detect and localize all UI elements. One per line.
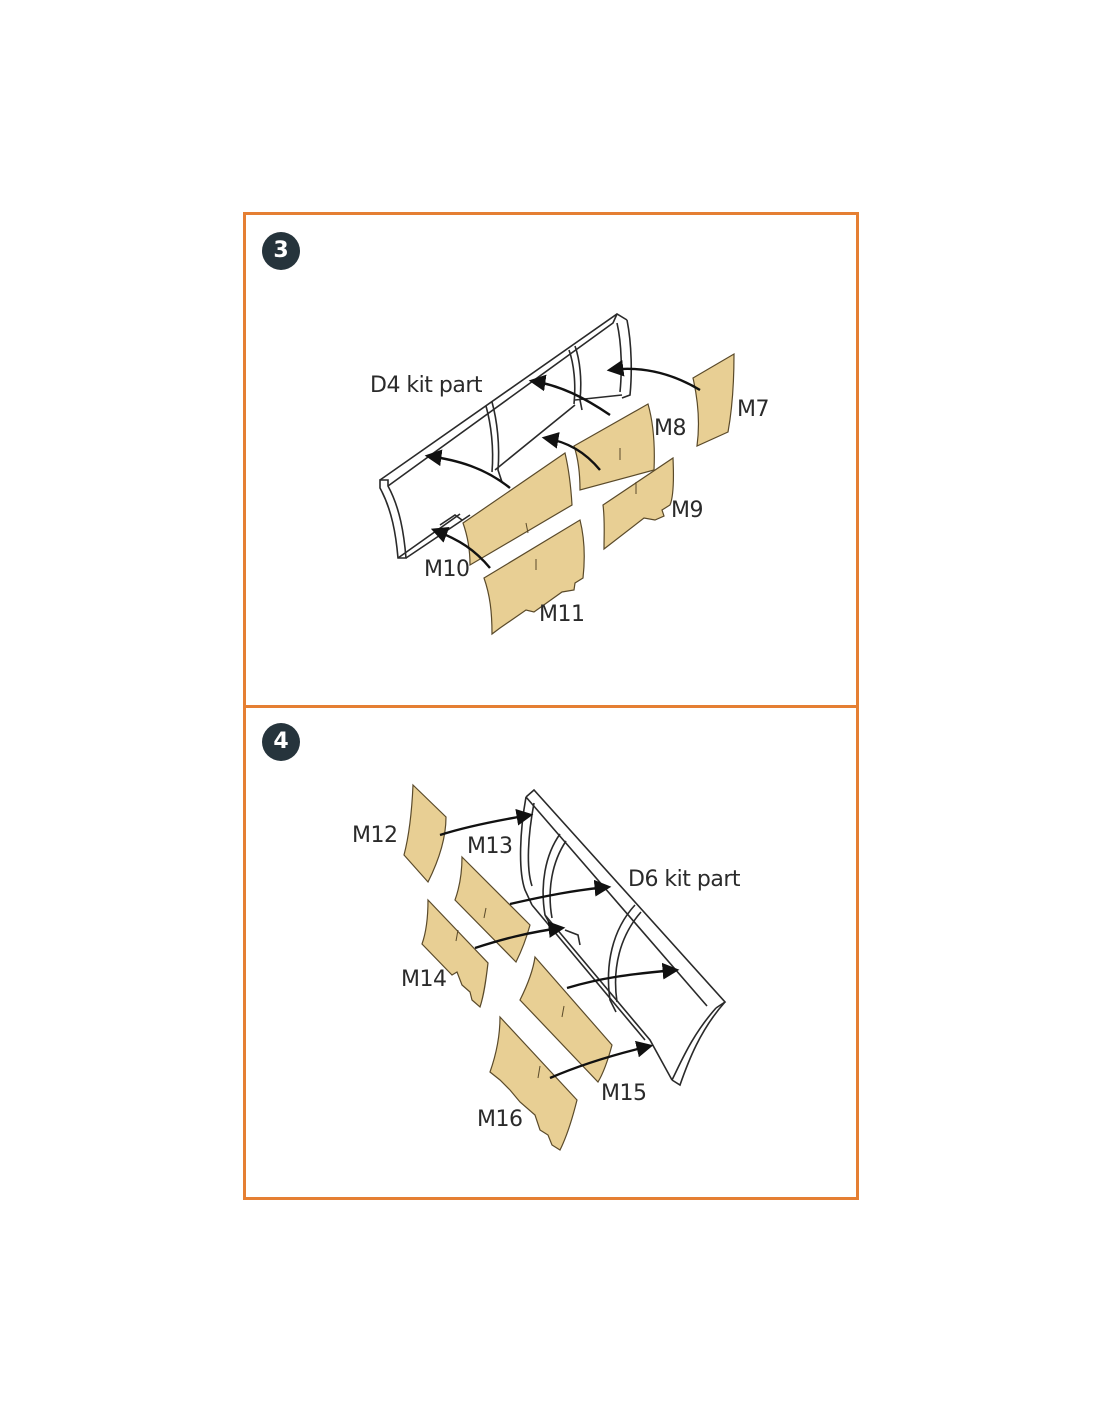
arrow-m16 bbox=[549, 1040, 654, 1080]
mask-m7 bbox=[692, 352, 735, 447]
step-3-diagram: D4 kit part M7 M8 M9 M10 M11 bbox=[370, 313, 769, 636]
mask-m8 bbox=[573, 403, 655, 491]
step-3-badge: 3 bbox=[262, 232, 300, 270]
mask-m15 bbox=[519, 955, 613, 1083]
mask-m9 bbox=[602, 456, 674, 551]
d6-kit-part-frame bbox=[519, 788, 727, 1087]
d4-kit-part-frame bbox=[379, 313, 633, 559]
d4-kit-part-label: D4 kit part bbox=[370, 373, 483, 398]
mask-m13 bbox=[454, 855, 531, 964]
label-m9: M9 bbox=[671, 498, 703, 523]
arrow-m8 bbox=[528, 374, 611, 416]
step-4-masks bbox=[403, 783, 613, 1151]
mask-m16 bbox=[489, 1015, 578, 1151]
label-m16: M16 bbox=[477, 1107, 522, 1132]
mask-m11 bbox=[483, 519, 585, 636]
arrow-m12 bbox=[439, 808, 534, 837]
mask-m12 bbox=[403, 783, 447, 884]
label-m15: M15 bbox=[601, 1081, 646, 1106]
step-4-diagram: M12 M13 D6 kit part M14 M15 M16 bbox=[352, 783, 741, 1151]
mask-m10 bbox=[462, 452, 573, 567]
d6-kit-part-label: D6 kit part bbox=[628, 867, 741, 892]
label-m10: M10 bbox=[424, 557, 469, 582]
arrow-m10 bbox=[424, 449, 511, 489]
step-4-arrows bbox=[439, 808, 680, 1080]
label-m12: M12 bbox=[352, 823, 397, 848]
arrow-m11 bbox=[430, 526, 491, 569]
arrow-m14 bbox=[474, 921, 566, 950]
step-3-masks bbox=[462, 352, 735, 636]
label-m8: M8 bbox=[654, 416, 686, 441]
step-4-badge: 4 bbox=[262, 723, 300, 761]
arrow-m7 bbox=[606, 359, 701, 392]
mask-m14 bbox=[421, 898, 489, 1009]
step-3-arrows bbox=[424, 359, 701, 569]
arrow-m8b bbox=[541, 432, 601, 471]
step-divider bbox=[243, 705, 859, 708]
label-m11: M11 bbox=[539, 602, 584, 627]
arrow-m13 bbox=[509, 879, 612, 906]
label-m7: M7 bbox=[737, 397, 769, 422]
arrow-m15 bbox=[566, 962, 680, 990]
label-m13: M13 bbox=[467, 834, 512, 859]
label-m14: M14 bbox=[401, 967, 446, 992]
